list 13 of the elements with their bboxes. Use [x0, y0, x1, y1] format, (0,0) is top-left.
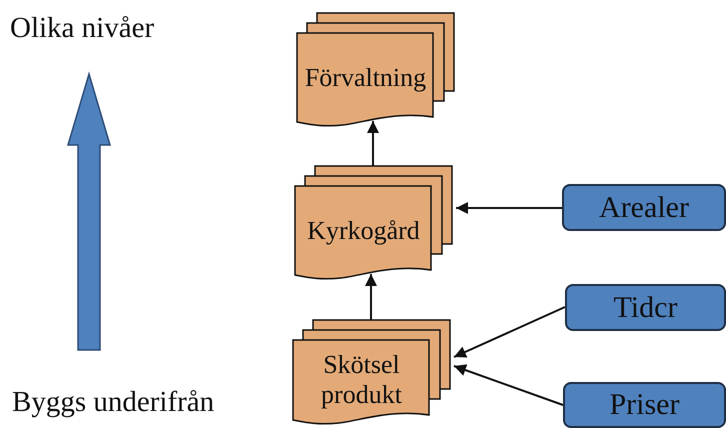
arrow — [367, 121, 379, 166]
input-box: Arealer — [562, 184, 726, 231]
input-box: Tidcr — [565, 284, 726, 331]
arrow — [454, 364, 564, 406]
node-label: Kyrkogård — [306, 216, 421, 246]
input-box: Priser — [563, 382, 726, 428]
node-label: Skötsel produkt — [320, 350, 403, 410]
arrow — [365, 274, 377, 320]
node-label: Förvaltning — [304, 63, 428, 93]
axis-caption: Olika nivåer — [10, 12, 154, 45]
arrow — [456, 202, 562, 214]
axis-caption: Byggs underifrån — [12, 386, 214, 419]
arrow — [454, 306, 566, 358]
